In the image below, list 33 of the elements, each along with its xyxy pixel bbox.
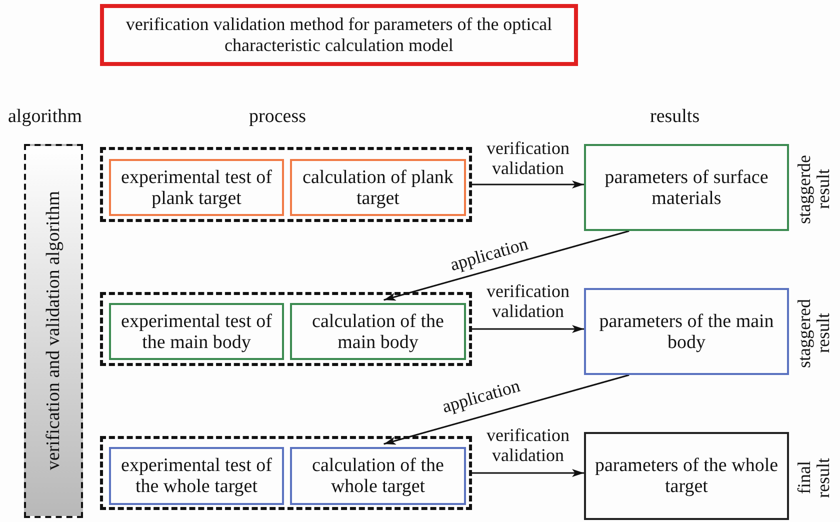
box-text: parameters of surface materials bbox=[604, 166, 770, 208]
title-box bbox=[100, 4, 578, 66]
side-note: staggered result bbox=[795, 298, 833, 370]
arrow bbox=[384, 230, 630, 301]
box-text: calculation of the main body bbox=[311, 310, 445, 352]
column-heading: algorithm bbox=[8, 106, 82, 128]
box-text: calculation of plank target bbox=[302, 166, 454, 208]
arrow bbox=[384, 374, 630, 445]
process-box bbox=[109, 159, 284, 216]
arrow bbox=[472, 469, 584, 477]
title: verification validation method for parameters of the optical characteristic calculation model bbox=[124, 14, 554, 56]
box-text: experimental test of plank target bbox=[120, 166, 273, 208]
box-text: experimental test of the whole target bbox=[120, 455, 273, 497]
group-frame bbox=[100, 292, 472, 366]
side-note: final result bbox=[795, 457, 833, 500]
group-frame bbox=[100, 147, 472, 222]
process-box bbox=[290, 159, 466, 216]
box-text: parameters of the whole target bbox=[594, 455, 780, 497]
process-box bbox=[290, 447, 466, 505]
process-box bbox=[109, 303, 284, 360]
process-box bbox=[109, 447, 284, 505]
arrow bbox=[472, 180, 584, 188]
vertical-label: verification and validation algorithm bbox=[42, 191, 65, 471]
side-note: staggerde result bbox=[795, 154, 833, 226]
box-text: calculation of the whole target bbox=[311, 455, 445, 497]
arrow bbox=[472, 325, 584, 333]
algorithm-column bbox=[24, 144, 83, 518]
column-heading: results bbox=[650, 106, 700, 128]
box-text: experimental test of the main body bbox=[120, 310, 273, 352]
box-text: parameters of the main body bbox=[598, 310, 775, 352]
column-heading: process bbox=[249, 106, 306, 128]
group-frame bbox=[100, 436, 472, 510]
process-box bbox=[290, 303, 466, 360]
